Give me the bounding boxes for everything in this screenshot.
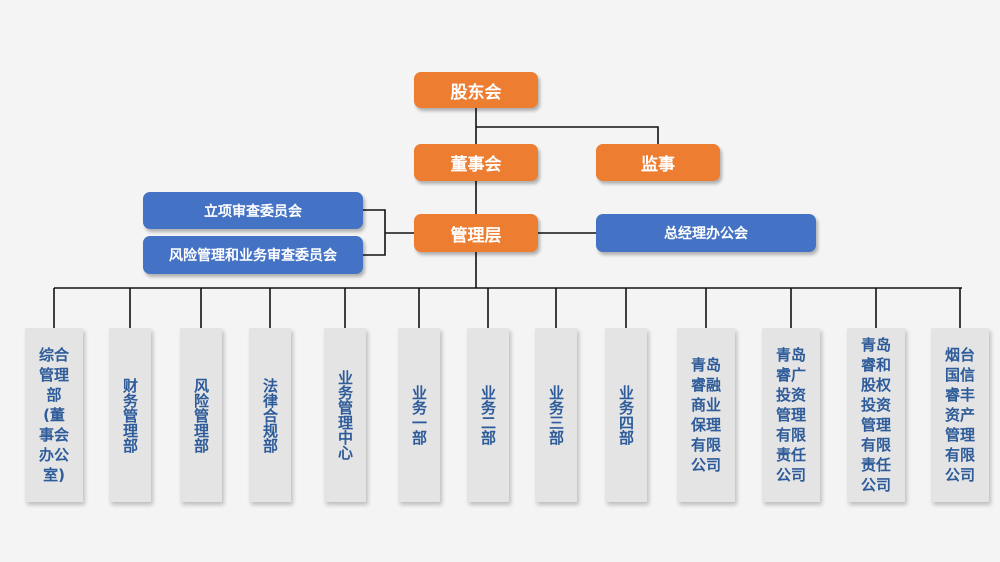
department-box: 业务二部 [467, 328, 509, 502]
department-box: 财务管理部 [109, 328, 151, 502]
department-box: 青岛睿和股权投资管理有限责任公司 [847, 328, 905, 502]
department-label: 综合管理部(董事会办公室) [38, 346, 69, 484]
board-of-directors-box: 董事会 [414, 144, 538, 181]
department-label: 财务管理部 [121, 377, 139, 453]
department-label: 业务管理中心 [336, 370, 354, 460]
board-of-directors-label: 董事会 [450, 155, 502, 175]
shareholders-meeting-label: 股东会 [450, 82, 502, 103]
department-label: 风险管理部 [192, 377, 210, 453]
gm-office-meeting-label: 总经理办公会 [664, 226, 748, 242]
supervisor-box: 监事 [596, 144, 720, 181]
management-box: 管理层 [414, 214, 538, 252]
department-label: 青岛睿融商业保理有限公司 [690, 356, 721, 474]
department-label: 业务四部 [617, 385, 635, 445]
department-label: 业务一部 [410, 385, 428, 445]
line-committees-bracket [363, 209, 386, 256]
department-box: 业务一部 [398, 328, 440, 502]
department-box: 综合管理部(董事会办公室) [25, 328, 83, 502]
project-review-committee-box: 立项审查委员会 [143, 192, 363, 229]
department-box: 业务四部 [605, 328, 647, 502]
department-box: 青岛睿融商业保理有限公司 [677, 328, 735, 502]
supervisor-label: 监事 [641, 155, 675, 175]
department-label: 青岛睿和股权投资管理有限责任公司 [860, 336, 891, 494]
project-review-committee-label: 立项审查委员会 [204, 203, 302, 220]
department-label: 业务三部 [547, 385, 565, 445]
department-box: 烟台国信睿丰资产管理有限公司 [931, 328, 989, 502]
department-label: 青岛睿广投资管理有限责任公司 [775, 346, 806, 484]
gm-office-meeting-box: 总经理办公会 [596, 214, 816, 252]
department-box: 青岛睿广投资管理有限责任公司 [762, 328, 820, 502]
department-box: 业务管理中心 [324, 328, 366, 502]
department-label: 法律合规部 [261, 377, 279, 453]
shareholders-meeting-box: 股东会 [414, 72, 538, 108]
risk-review-committee-label: 风险管理和业务审查委员会 [169, 248, 337, 264]
management-label: 管理层 [450, 225, 502, 246]
department-box: 法律合规部 [249, 328, 291, 502]
risk-review-committee-box: 风险管理和业务审查委员会 [143, 236, 363, 274]
line-supervisor [476, 126, 659, 144]
department-box: 业务三部 [535, 328, 577, 502]
department-label: 烟台国信睿丰资产管理有限公司 [944, 346, 975, 484]
department-box: 风险管理部 [180, 328, 222, 502]
department-label: 业务二部 [479, 385, 497, 445]
